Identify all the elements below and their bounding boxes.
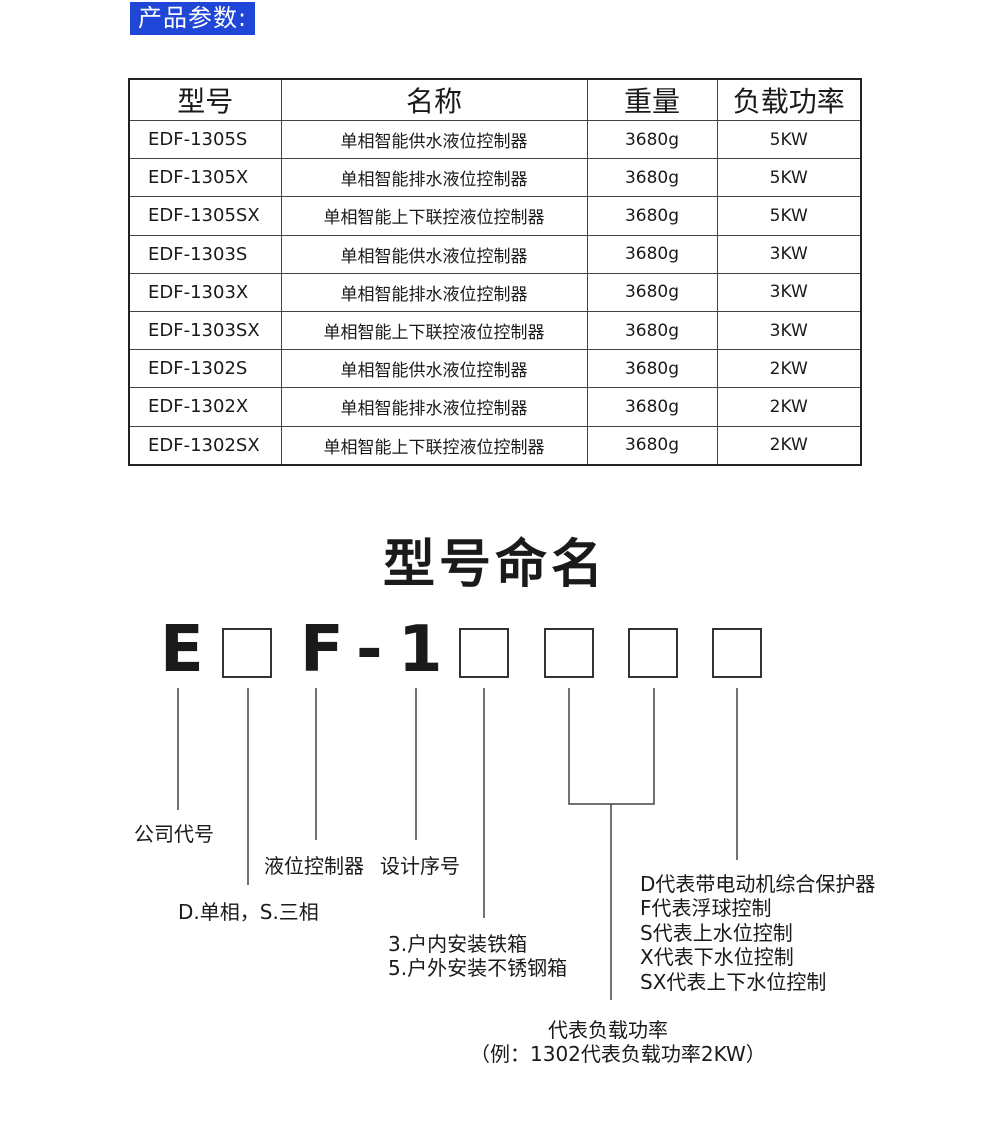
cell-weight: 3680g [586, 387, 718, 427]
section-title: 产品参数: [130, 2, 256, 35]
cell-weight: 3680g [586, 425, 718, 466]
code-box-power-1 [544, 628, 594, 678]
code-digit-1: 1 [398, 613, 443, 687]
header-model: 型号 [128, 78, 282, 121]
cell-name: 单相智能供水液位控制器 [280, 119, 588, 160]
label-power-1: 代表负载功率 [548, 1018, 668, 1042]
code-box-power-2 [628, 628, 678, 678]
label-suffix-3: S代表上水位控制 [640, 921, 793, 945]
code-dash: - [356, 613, 383, 687]
label-enclosure-1: 3.户内安装铁箱 [388, 932, 528, 956]
cell-model: EDF-1303X [128, 272, 282, 312]
connector-power-bracket [568, 688, 655, 805]
cell-power: 2KW [716, 425, 862, 466]
cell-name: 单相智能排水液位控制器 [280, 158, 588, 198]
cell-weight: 3680g [586, 234, 718, 274]
label-controller: 液位控制器 [264, 854, 364, 878]
cell-name: 单相智能供水液位控制器 [280, 234, 588, 274]
cell-model: EDF-1303SX [128, 310, 282, 351]
cell-model: EDF-1302S [128, 349, 282, 389]
naming-title: 型号命名 [382, 535, 607, 595]
cell-model: EDF-1305SX [128, 196, 282, 236]
label-power-2: （例：1302代表负载功率2KW） [470, 1042, 766, 1066]
label-suffix-2: F代表浮球控制 [640, 896, 772, 920]
label-enclosure-2: 5.户外安装不锈钢箱 [388, 956, 568, 980]
cell-power: 5KW [716, 119, 862, 160]
label-phase: D.单相，S.三相 [178, 900, 319, 924]
code-box-phase [222, 628, 272, 678]
cell-weight: 3680g [586, 158, 718, 198]
code-letter-e: E [160, 613, 204, 687]
cell-weight: 3680g [586, 119, 718, 160]
code-letter-f: F [300, 613, 344, 687]
cell-name: 单相智能上下联控液位控制器 [280, 310, 588, 351]
cell-model: EDF-1302X [128, 387, 282, 427]
cell-power: 2KW [716, 387, 862, 427]
cell-model: EDF-1302SX [128, 425, 282, 466]
code-box-suffix [712, 628, 762, 678]
label-company: 公司代号 [134, 822, 214, 846]
cell-weight: 3680g [586, 272, 718, 312]
label-serial: 设计序号 [380, 854, 460, 878]
cell-weight: 3680g [586, 349, 718, 389]
cell-power: 5KW [716, 158, 862, 198]
cell-name: 单相智能上下联控液位控制器 [280, 425, 588, 466]
cell-weight: 3680g [586, 196, 718, 236]
cell-name: 单相智能上下联控液位控制器 [280, 196, 588, 236]
cell-power: 5KW [716, 196, 862, 236]
cell-name: 单相智能排水液位控制器 [280, 387, 588, 427]
label-suffix-5: SX代表上下水位控制 [640, 970, 827, 994]
cell-model: EDF-1305X [128, 158, 282, 198]
label-suffix-4: X代表下水位控制 [640, 945, 794, 969]
header-name: 名称 [280, 78, 588, 121]
cell-power: 3KW [716, 234, 862, 274]
cell-name: 单相智能排水液位控制器 [280, 272, 588, 312]
label-suffix-1: D代表带电动机综合保护器 [640, 872, 876, 896]
cell-model: EDF-1305S [128, 119, 282, 160]
code-box-enclosure [459, 628, 509, 678]
